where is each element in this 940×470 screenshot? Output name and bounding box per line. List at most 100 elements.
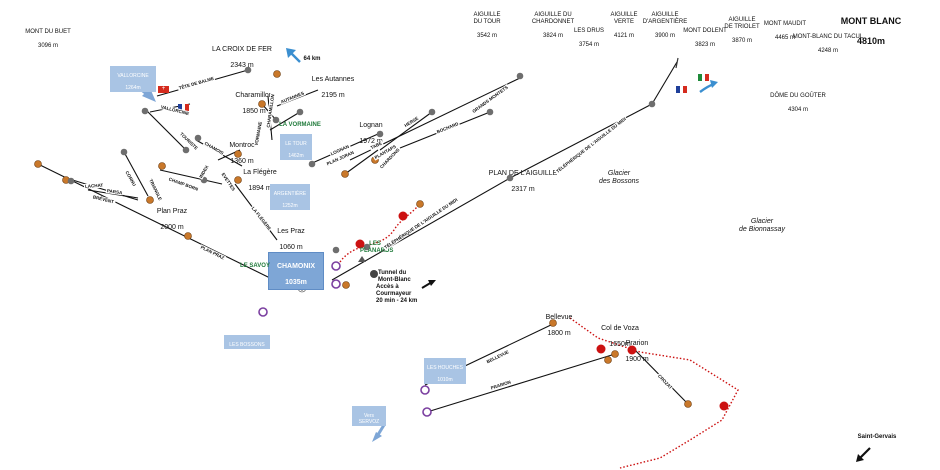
station-marker (258, 307, 268, 317)
place-col-de-voza[interactable]: Col de Voza 1650m (600, 317, 640, 357)
place-la-flegere[interactable]: La Flégère 1894 m (240, 161, 280, 201)
station-marker (141, 107, 149, 115)
summit-name: LES DRUS (573, 28, 604, 34)
station-marker (158, 162, 166, 170)
village-name: LE TOUR (285, 141, 307, 147)
lift-line-plantaps[interactable] (269, 111, 301, 131)
lift-line-herse[interactable] (379, 111, 433, 151)
station-marker (486, 108, 494, 116)
summit-mont-maudit[interactable]: MONT MAUDIT 4465 m (762, 14, 808, 49)
place-montroc[interactable]: Montroc 1360 m (224, 134, 260, 174)
place-name: Prarion (625, 340, 649, 347)
village-les-bossons[interactable]: LES BOSSONS (224, 335, 270, 349)
place-la-croix-de-fer[interactable]: LA CROIX DE FER 2343 m (210, 38, 274, 78)
summit-altitude: 3823 m (694, 42, 715, 48)
lift-line-logan[interactable] (344, 149, 379, 175)
station-marker (234, 150, 242, 158)
station-marker (331, 279, 341, 289)
summit-aiguille-verte[interactable]: AIGUILLE VERTE 4121 m (603, 5, 645, 47)
note-saint-gervais: Saint-Gervais (857, 434, 897, 440)
summit-mont-blanc-du-tacul[interactable]: MONT-BLANC DU TACUL 4248 m (790, 27, 866, 62)
lift-line-cornu[interactable] (123, 151, 149, 197)
place-les-autannes[interactable]: Les Autannes 2195 m (308, 68, 358, 108)
station-marker (120, 148, 128, 156)
summit-altitude: 4121 m (613, 33, 634, 39)
summit-mont-dolent[interactable]: MONT DOLENT 3823 m (680, 21, 730, 56)
summit-aiguille-du-chardonnet[interactable]: AIGUILLE DU CHARDONNET 3824 m (523, 5, 583, 47)
trail-tmb[interactable] (569, 317, 739, 469)
place-name: Charamillon (235, 92, 273, 99)
place-bellevue[interactable]: Bellevue 1800 m (542, 306, 576, 346)
summit-aiguille-dargentiere[interactable]: AIGUILLE D'ARGENTIÈRE 3900 m (636, 5, 694, 47)
place-plan-de-laiguille[interactable]: PLAN DE L'AIGUILLE 2317 m (488, 162, 558, 202)
label-le-savoy: LE SAVOY (240, 263, 270, 269)
lift-line-aiguille-du-midi-lower[interactable] (331, 177, 511, 281)
station-marker (719, 401, 729, 411)
tram-stations[interactable] (355, 211, 729, 411)
arrow-vallorcine-head-icon (142, 88, 156, 102)
french-flag-icon-2 (676, 86, 688, 93)
place-name: Les Praz (277, 228, 305, 235)
summit-name: MONT DOLENT (683, 28, 727, 34)
station-marker (604, 356, 612, 364)
summit-altitude: 3754 m (578, 42, 599, 48)
place-prarion[interactable]: Prarion 1900 m (620, 332, 654, 372)
summit-les-drus[interactable]: LES DRUS 3754 m (568, 21, 610, 56)
lift-line-prarion[interactable] (426, 353, 616, 413)
station-marker (363, 243, 371, 251)
summit-aiguille-du-tour[interactable]: AIGUILLE DU TOUR 3542 m (462, 5, 512, 47)
village-vers-servoz[interactable]: Vers SERVOZ (352, 406, 386, 426)
village-le-tour[interactable]: LE TOUR 1462m (280, 134, 312, 160)
village-vallorcine[interactable]: VALLORCINE 1264m (110, 66, 156, 92)
summit-mont-blanc[interactable]: MONT BLANC 4810m (838, 6, 904, 56)
lift-line-aiguille-du-midi-top[interactable] (651, 61, 678, 105)
summit-altitude: 3870 m (731, 38, 752, 44)
summit-name: MONT MAUDIT (763, 21, 807, 27)
village-name: VALLORCINE (117, 73, 149, 79)
note-tunnel: Tunnel du Mont-Blanc (378, 270, 411, 283)
station-marker (146, 196, 154, 204)
arrow-italy-head-icon (710, 80, 718, 88)
station-marker (273, 70, 281, 78)
chairlift-stations[interactable] (34, 70, 692, 408)
label-les-planards: LES PLANARDS (360, 241, 394, 254)
summit-mont-du-buet[interactable]: MONT DU BUET 3096 m (20, 22, 76, 57)
cable-car-icon (675, 57, 679, 69)
village-les-houches[interactable]: LES HOUCHES 1010m (424, 358, 466, 384)
village-chamonix[interactable]: CHAMONIX 1035m (268, 252, 324, 290)
station-marker (194, 134, 202, 142)
station-marker (611, 350, 619, 358)
station-marker (416, 200, 424, 208)
place-altitude: 1650m (609, 341, 631, 348)
village-argentiere[interactable]: ARGENTIÈRE 1252m (270, 184, 310, 210)
trail-montenvers[interactable] (339, 203, 421, 263)
place-charamillon[interactable]: Charamillon 1850 m (232, 84, 276, 124)
place-les-praz[interactable]: Les Praz 1060 m (276, 220, 306, 260)
village-name: CHAMONIX (276, 263, 316, 270)
station-marker (549, 319, 557, 327)
station-marker (422, 407, 432, 417)
village-name: LES HOUCHES (427, 365, 463, 371)
station-marker (342, 281, 350, 289)
station-marker (398, 211, 408, 221)
summit-dome-du-gouter[interactable]: DÔME DU GOÛTER 4304 m (766, 86, 830, 121)
lift-line-plan-praz[interactable] (37, 163, 271, 279)
summit-name: MONT BLANC (840, 16, 902, 26)
station-marker (355, 239, 365, 249)
arrow-64km-head-icon (286, 48, 296, 58)
summit-aiguille-de-triolet[interactable]: AIGUILLE DE TRIOLET 3870 m (720, 10, 764, 52)
place-altitude: 2317 m (511, 186, 535, 193)
mountain-icon (358, 256, 366, 262)
village-altitude: 1010m (437, 377, 453, 383)
place-plan-praz[interactable]: Plan Praz 2000 m (152, 200, 192, 240)
arrow-saint-gervais-icon (859, 447, 871, 459)
lift-line-aiguille-du-midi-upper[interactable] (509, 103, 653, 179)
summit-altitude: 3900 m (654, 33, 675, 39)
glacier-bossons: Glacier des Bossons (598, 170, 640, 185)
village-altitude: 1264m (125, 85, 141, 91)
lift-line-touriste[interactable] (145, 109, 189, 153)
place-name: La Flégère (243, 169, 277, 176)
lift-line-index[interactable] (159, 169, 223, 185)
summit-altitude: 3824 m (542, 33, 563, 39)
